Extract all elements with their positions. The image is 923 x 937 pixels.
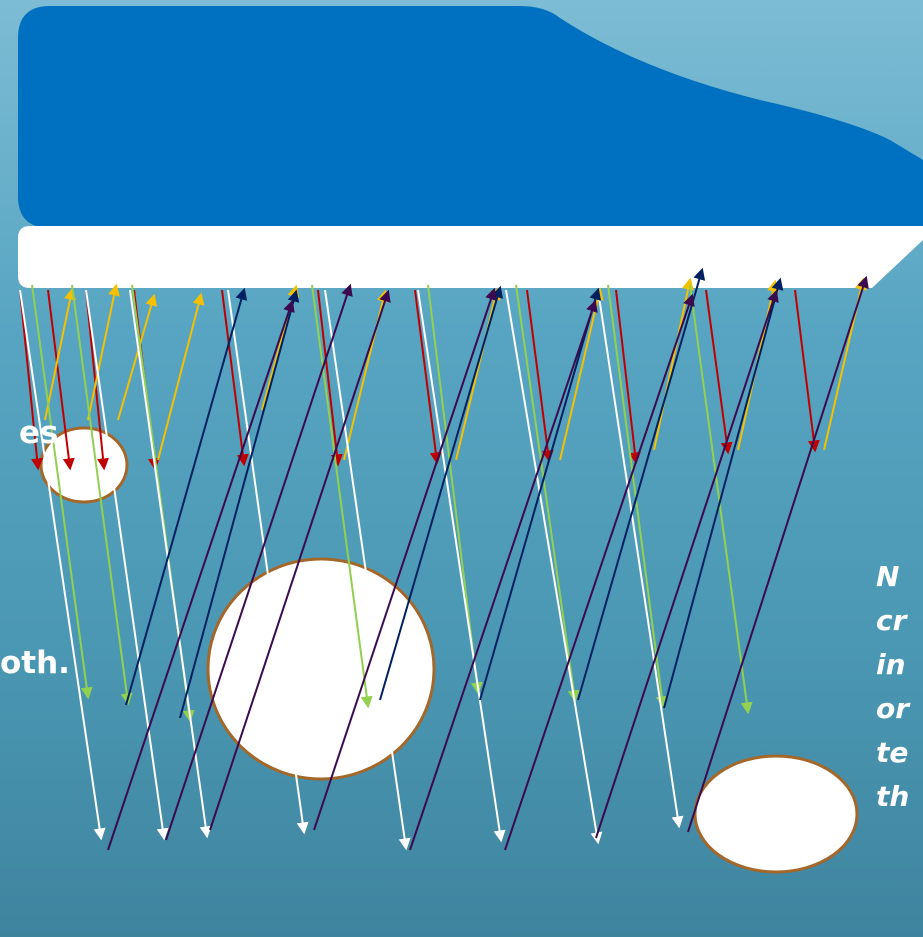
note-line: cr: [876, 599, 909, 643]
yellow-ray-arrow: [45, 290, 72, 420]
target-circle: [208, 559, 434, 779]
navy-ray-arrow: [480, 290, 598, 700]
left-label-middle: oth.: [0, 645, 70, 681]
red-ray-arrow: [795, 290, 815, 450]
note-line: or: [876, 687, 909, 731]
white-ray-arrow: [20, 290, 101, 838]
vessel-hull: [18, 6, 923, 228]
green-ray-arrow: [690, 285, 748, 712]
target-circle: [695, 756, 857, 872]
white-ray-arrow: [86, 290, 164, 838]
yellow-ray-arrow: [560, 290, 600, 460]
note-line: th: [876, 775, 909, 819]
yellow-ray-arrow: [456, 290, 497, 460]
purple-ray-arrow: [596, 292, 776, 838]
note-line: te: [876, 731, 909, 775]
yellow-ray-arrow: [654, 280, 690, 450]
purple-ray-arrow: [410, 302, 595, 850]
white-ray-arrow: [506, 290, 598, 842]
white-ray-arrow: [418, 290, 501, 840]
green-ray-arrow: [428, 285, 478, 692]
green-ray-arrow: [608, 285, 663, 706]
purple-ray-arrow: [505, 296, 692, 850]
note-line: in: [876, 643, 909, 687]
transducer-bar: [18, 226, 923, 288]
yellow-ray-arrow: [158, 295, 201, 460]
left-label-top: es: [19, 415, 58, 451]
red-ray-arrow: [415, 290, 437, 462]
note-line: N: [876, 555, 909, 599]
green-ray-arrow: [516, 285, 575, 700]
